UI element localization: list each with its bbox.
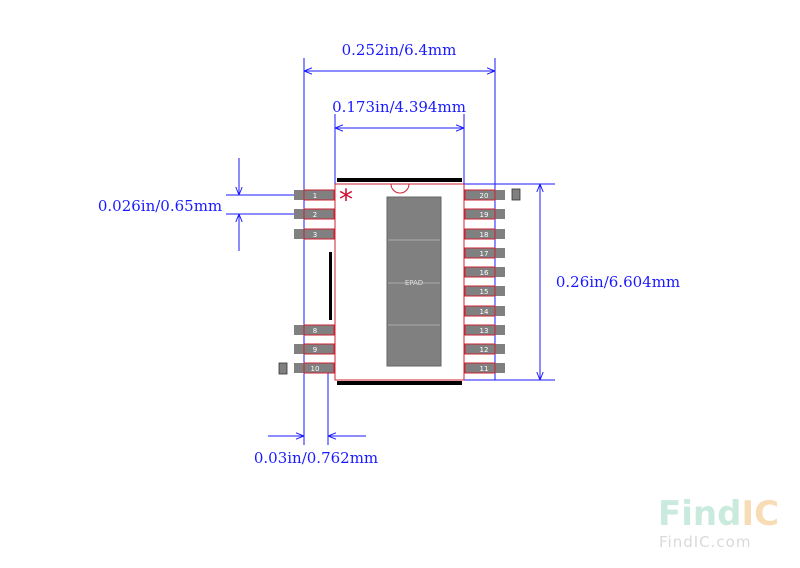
- pad-3: 3: [294, 228, 335, 240]
- exposed-pad: EPAD: [386, 196, 442, 367]
- findic-watermark: FindIC FindIC.com: [658, 494, 779, 551]
- svg-text:20: 20: [480, 192, 489, 200]
- pad-18: 18: [464, 228, 505, 240]
- pad-11: 11: [464, 362, 505, 374]
- pad-15: 15: [464, 285, 505, 297]
- pad-14: 14: [464, 305, 505, 317]
- svg-text:19: 19: [480, 211, 489, 219]
- svg-text:8: 8: [313, 327, 317, 335]
- svg-text:16: 16: [480, 269, 489, 277]
- svg-text:18: 18: [480, 231, 489, 239]
- svg-text:3: 3: [313, 231, 317, 239]
- pad-width-dimension: 0.03in/0.762mm: [254, 370, 378, 467]
- pad-2: 2: [294, 208, 335, 220]
- pad-12: 12: [464, 343, 505, 355]
- pitch-label: 0.026in/0.65mm: [98, 197, 222, 215]
- svg-text:11: 11: [480, 365, 489, 373]
- svg-text:17: 17: [480, 250, 489, 258]
- pin1-notch: [390, 183, 410, 194]
- pad-20: 20: [464, 189, 505, 201]
- pad-16: 16: [464, 266, 505, 278]
- pad-10: 10: [294, 362, 335, 374]
- svg-text:1: 1: [313, 192, 317, 200]
- pad-8: 8: [294, 324, 335, 336]
- svg-text:14: 14: [480, 308, 489, 316]
- right-indicator-mark: [511, 188, 521, 201]
- body-width-dimension: 0.173in/4.394mm: [332, 98, 466, 190]
- left-pad-row: 1 2 3 8 9 10: [294, 189, 335, 374]
- overall-width-dimension: 0.252in/6.4mm: [303, 41, 496, 445]
- pad-9: 9: [294, 343, 335, 355]
- svg-text:10: 10: [311, 365, 320, 373]
- body-width-label: 0.173in/4.394mm: [332, 98, 466, 116]
- epad-label: EPAD: [405, 279, 423, 287]
- silkscreen-bottom-bar: [337, 381, 462, 385]
- pad-width-label: 0.03in/0.762mm: [254, 449, 378, 467]
- pad-19: 19: [464, 208, 505, 220]
- svg-text:9: 9: [313, 346, 317, 354]
- svg-text:13: 13: [480, 327, 489, 335]
- pad-13: 13: [464, 324, 505, 336]
- watermark-logo: FindIC: [658, 494, 779, 534]
- overall-width-label: 0.252in/6.4mm: [342, 41, 457, 59]
- height-dimension: 0.26in/6.604mm: [464, 183, 680, 381]
- pad-17: 17: [464, 247, 505, 259]
- watermark-url: FindIC.com: [659, 533, 751, 551]
- pin1-marker: *: [339, 183, 353, 216]
- pad-1: 1: [294, 189, 335, 201]
- height-label: 0.26in/6.604mm: [556, 273, 680, 291]
- svg-text:15: 15: [480, 288, 489, 296]
- silkscreen-side-bar: [329, 252, 332, 320]
- svg-text:2: 2: [313, 211, 317, 219]
- silkscreen-top-bar: [337, 178, 462, 182]
- right-pad-row: 20 19 18 17 16 15 14 13 12 11: [464, 189, 505, 374]
- svg-text:12: 12: [480, 346, 489, 354]
- left-indicator-mark: [278, 362, 288, 375]
- package-body: [329, 178, 465, 385]
